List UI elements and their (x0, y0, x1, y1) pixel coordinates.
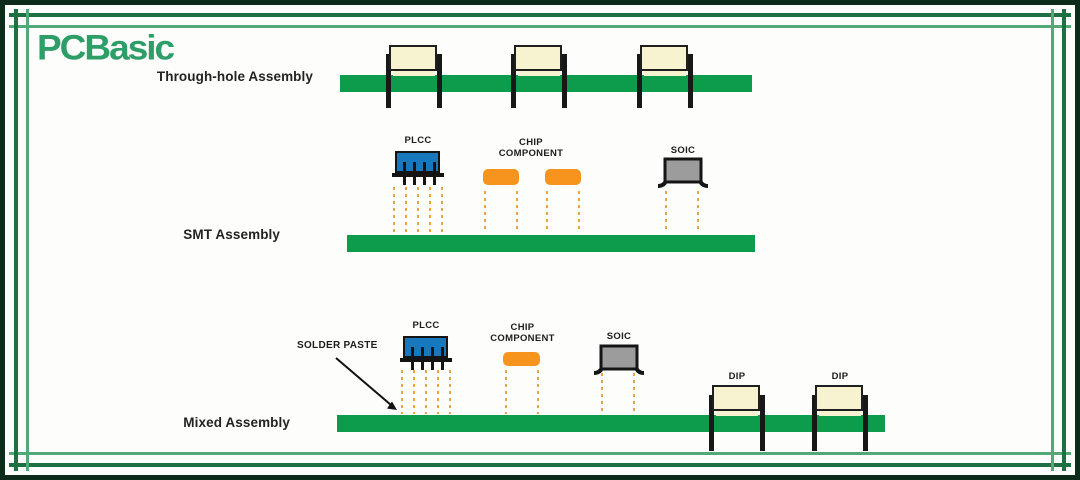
pcb-board-smt (347, 235, 755, 252)
chip-component-group: CHIP COMPONENT (475, 137, 587, 233)
frame-line (9, 13, 1071, 17)
pcbasic-logo: PCBasic (37, 27, 175, 68)
plcc-lead (441, 347, 444, 370)
plcc-lead-bar (392, 173, 444, 177)
frame-line (1051, 9, 1054, 471)
solder-paste-dots (697, 191, 699, 233)
dip-label: DIP (831, 371, 849, 382)
plcc-component: PLCC (400, 320, 452, 417)
solder-paste-label: SOLDER PASTE (297, 340, 378, 351)
mixed-assembly-label: Mixed Assembly (183, 415, 290, 430)
frame-line (26, 9, 29, 471)
plcc-lead (421, 347, 424, 370)
through-hole-component (386, 45, 442, 109)
chip-component (545, 169, 581, 185)
solder-paste-dots (425, 370, 427, 414)
component-lead (562, 54, 567, 108)
solder-paste-dots (601, 373, 603, 413)
component-body (640, 45, 688, 71)
dip-component: DIP (709, 371, 765, 452)
component-base (716, 411, 758, 416)
smt-assembly-label: SMT Assembly (183, 227, 280, 242)
plcc-body (403, 336, 448, 358)
solder-paste-dots (633, 373, 635, 413)
solder-paste-dots (537, 370, 539, 414)
solder-paste-dots (405, 187, 407, 233)
component-base (518, 71, 560, 76)
chip-component (503, 352, 540, 366)
chip-label-line2: COMPONENT (490, 333, 555, 344)
solder-paste-dots (665, 191, 667, 233)
pcb-board-mixed (337, 415, 885, 432)
component-lead (709, 395, 714, 451)
plcc-lead (431, 347, 434, 370)
chip-label-line1: CHIP (510, 322, 535, 333)
frame-line (9, 463, 1071, 467)
chip-label-line1: CHIP (519, 137, 543, 148)
frame-line (9, 452, 1071, 455)
pcb-board-through-hole (340, 75, 752, 92)
solder-paste-dots (417, 187, 419, 233)
plcc-lead (423, 162, 426, 185)
soic-label: SOIC (670, 145, 696, 156)
frame-line (1062, 9, 1066, 471)
solder-paste-arrow (335, 357, 397, 410)
chip-component-group: CHIP COMPONENT (485, 322, 560, 415)
component-lead (812, 395, 817, 451)
solder-paste-dots (429, 187, 431, 233)
component-lead (760, 395, 765, 451)
plcc-component: PLCC (392, 135, 444, 236)
component-base (819, 411, 861, 416)
dip-label: DIP (728, 371, 746, 382)
component-lead (437, 54, 442, 108)
frame-line (9, 25, 1071, 28)
solder-paste-dots (516, 191, 518, 233)
solder-paste-dots (393, 187, 395, 233)
plcc-label: PLCC (404, 135, 432, 146)
solder-paste-dots (546, 191, 548, 233)
solder-paste-dots (437, 370, 439, 414)
component-body (389, 45, 437, 71)
component-lead (511, 54, 516, 108)
solder-paste-dots (441, 187, 443, 233)
through-hole-assembly-label: Through-hole Assembly (156, 69, 313, 84)
through-hole-component (511, 45, 567, 109)
soic-body-graphic (593, 344, 645, 375)
soic-body-graphic (657, 157, 709, 188)
solder-paste-dots (449, 370, 451, 414)
plcc-lead-bar (400, 358, 452, 362)
plcc-body (395, 151, 440, 173)
frame-line (14, 9, 18, 471)
solder-paste-dots (505, 370, 507, 414)
plcc-lead (433, 162, 436, 185)
component-body (712, 385, 760, 411)
chip-component (483, 169, 519, 185)
component-lead (386, 54, 391, 108)
component-lead (637, 54, 642, 108)
dip-component: DIP (812, 371, 868, 452)
plcc-lead (413, 162, 416, 185)
solder-paste-dots (484, 191, 486, 233)
soic-label: SOIC (606, 331, 632, 342)
plcc-lead (403, 162, 406, 185)
solder-paste-dots (578, 191, 580, 233)
component-base (644, 71, 686, 76)
component-body (815, 385, 863, 411)
chip-label-line2: COMPONENT (498, 148, 564, 159)
plcc-lead (411, 347, 414, 370)
through-hole-component (637, 45, 693, 109)
soic-component: SOIC (593, 331, 645, 416)
component-base (393, 71, 435, 76)
plcc-label: PLCC (412, 320, 440, 331)
component-lead (863, 395, 868, 451)
soic-component: SOIC (657, 145, 709, 236)
component-body (514, 45, 562, 71)
component-lead (688, 54, 693, 108)
solder-paste-dots (413, 370, 415, 414)
solder-paste-dots (401, 370, 403, 414)
